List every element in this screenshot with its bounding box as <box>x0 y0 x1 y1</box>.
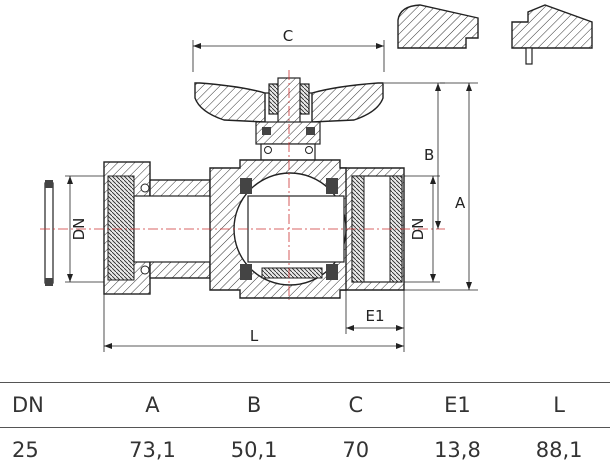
dimension-dn-right: DN <box>404 176 440 282</box>
dimension-label-dn-right: DN <box>409 218 427 241</box>
dimension-a: A <box>404 83 478 290</box>
dimension-l: L <box>104 294 404 352</box>
spec-value-b: 50,1 <box>203 428 305 471</box>
dimension-label-c: C <box>283 27 293 45</box>
spec-value-l: 88,1 <box>508 428 610 471</box>
dimension-label-a: A <box>455 194 466 212</box>
spec-value-e1: 13,8 <box>407 428 509 471</box>
dimension-c: C <box>193 27 384 72</box>
spec-header-c: C <box>305 383 407 428</box>
valve-body-left-union <box>104 162 220 294</box>
dimension-e1: E1 <box>346 290 404 334</box>
spec-value-a: 73,1 <box>102 428 204 471</box>
handle-inset-view-2 <box>512 5 592 64</box>
dimension-label-e1: E1 <box>365 307 384 325</box>
dimensions-spec-table: DN A B C E1 L 25 73,1 50,1 70 13,8 88,1 <box>0 382 610 471</box>
spec-header-e1: E1 <box>407 383 509 428</box>
spec-table-value-row: 25 73,1 50,1 70 13,8 88,1 <box>0 428 610 471</box>
spec-value-c: 70 <box>305 428 407 471</box>
seal-ring <box>45 180 53 286</box>
ball-valve-cross-section-drawing: C <box>0 0 610 372</box>
handle-inset-view-1 <box>398 5 478 48</box>
spec-header-dn: DN <box>0 383 102 428</box>
spec-header-a: A <box>102 383 204 428</box>
spec-table-header-row: DN A B C E1 L <box>0 383 610 428</box>
spec-value-dn: 25 <box>0 428 102 471</box>
dimension-label-b: B <box>424 146 434 164</box>
spec-header-l: L <box>508 383 610 428</box>
dimension-label-l: L <box>250 327 259 345</box>
dimension-label-dn-left: DN <box>70 218 88 241</box>
spec-header-b: B <box>203 383 305 428</box>
